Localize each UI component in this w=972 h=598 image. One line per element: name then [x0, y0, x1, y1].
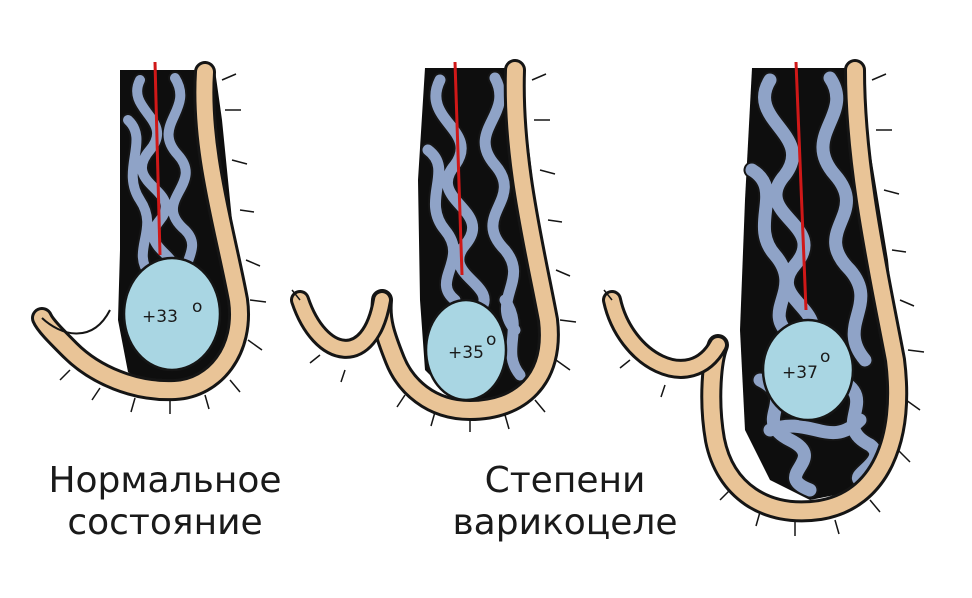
degree-sign: o	[192, 297, 202, 317]
caption-normal: Нормальное состояние	[30, 460, 300, 544]
degree-sign: o	[820, 347, 830, 367]
hairs	[291, 73, 577, 432]
pampiniform-plexus	[420, 70, 528, 383]
testicular-artery	[453, 61, 464, 276]
caption-varicocele-line2: варикоцеле	[452, 502, 678, 543]
caption-normal-line1: Нормальное	[48, 460, 282, 501]
temperature-label: +35	[448, 343, 484, 363]
hairs	[59, 73, 267, 414]
caption-normal-line2: состояние	[67, 502, 263, 543]
testis	[122, 256, 222, 372]
testis	[761, 318, 855, 422]
testis	[424, 298, 508, 402]
panel-moderate: +35 o	[290, 59, 577, 432]
caption-varicocele-line1: Степени	[484, 460, 646, 501]
testicular-artery	[794, 61, 808, 311]
hairs	[603, 73, 925, 536]
caption-varicocele: Степени варикоцеле	[440, 460, 690, 544]
pampiniform-plexus	[121, 71, 200, 292]
temperature-label: +37	[782, 363, 818, 383]
pampiniform-plexus	[743, 69, 884, 499]
panel-severe: +37 o	[602, 59, 925, 536]
panel-normal: +33 o	[31, 61, 267, 414]
testicular-artery	[153, 61, 162, 256]
temperature-label: +33	[142, 307, 178, 327]
degree-sign: o	[486, 330, 496, 350]
